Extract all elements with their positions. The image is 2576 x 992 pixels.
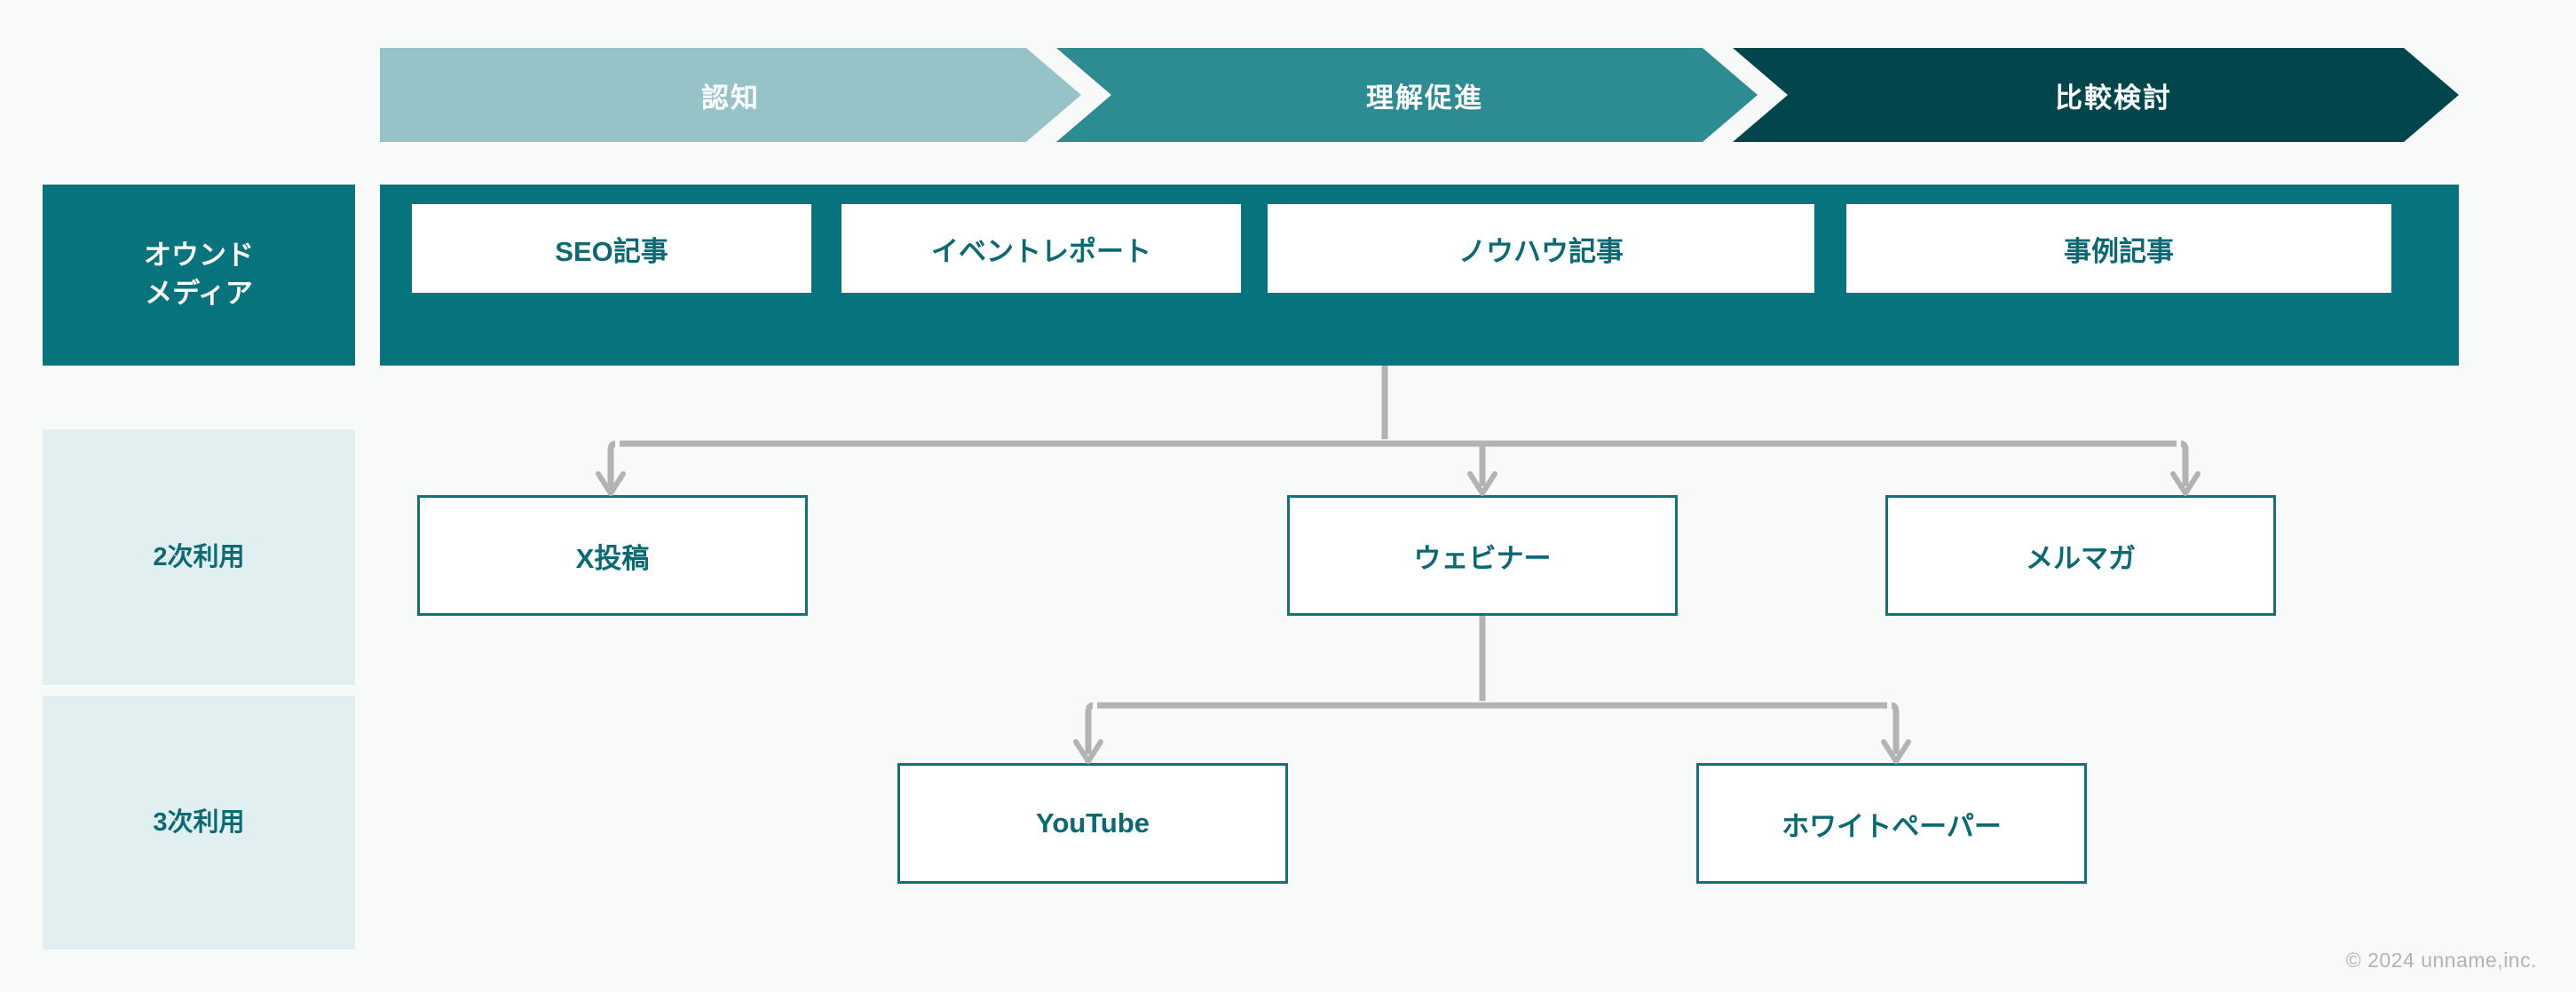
node-event-report[interactable]: イベントレポート <box>842 204 1241 293</box>
arrowhead-x <box>596 471 626 496</box>
funnel-stage-awareness[interactable]: 認知 <box>380 48 1081 142</box>
connector-branch-youtube <box>1085 702 1094 754</box>
node-x-post[interactable]: X投稿 <box>417 495 808 616</box>
row-label-line-1: オウンド <box>144 240 254 272</box>
node-seo-article[interactable]: SEO記事 <box>412 204 811 293</box>
connector-branch-x <box>607 440 616 486</box>
funnel-stage-label: 理解促進 <box>1366 82 1483 114</box>
row-label-owned-media: オウンド メディア <box>43 185 355 366</box>
node-white-paper[interactable]: ホワイトペーパー <box>1696 763 2087 884</box>
connector-branch-mail <box>2180 440 2189 486</box>
node-mail-magazine[interactable]: メルマガ <box>1885 495 2276 616</box>
node-webinar[interactable]: ウェビナー <box>1287 495 1678 616</box>
row-label-line-2: メディア <box>145 278 253 309</box>
arrowhead-mail <box>2170 471 2201 496</box>
arrowhead-youtube <box>1073 739 1103 764</box>
funnel-stage-label: 認知 <box>701 82 760 114</box>
funnel-stage-consideration[interactable]: 理解促進 <box>1056 48 1758 142</box>
node-knowhow-article[interactable]: ノウハウ記事 <box>1268 204 1814 293</box>
funnel-stage-comparison[interactable]: 比較検討 <box>1733 48 2459 142</box>
arrowhead-webinar <box>1467 471 1497 496</box>
copyright-notice: © 2024 unname,inc. <box>2345 949 2537 972</box>
node-youtube[interactable]: YouTube <box>897 763 1288 884</box>
arrowhead-whitepaper <box>1881 739 1911 764</box>
node-case-study-article[interactable]: 事例記事 <box>1846 204 2391 293</box>
connector-branch-whitepaper <box>1891 702 1900 754</box>
row-label-secondary-use: 2次利用 <box>43 429 355 685</box>
funnel-stage-label: 比較検討 <box>2055 82 2172 114</box>
row-label-tertiary-use: 3次利用 <box>43 696 355 949</box>
funnel-banner: 認知 理解促進 比較検討 <box>380 48 2459 142</box>
